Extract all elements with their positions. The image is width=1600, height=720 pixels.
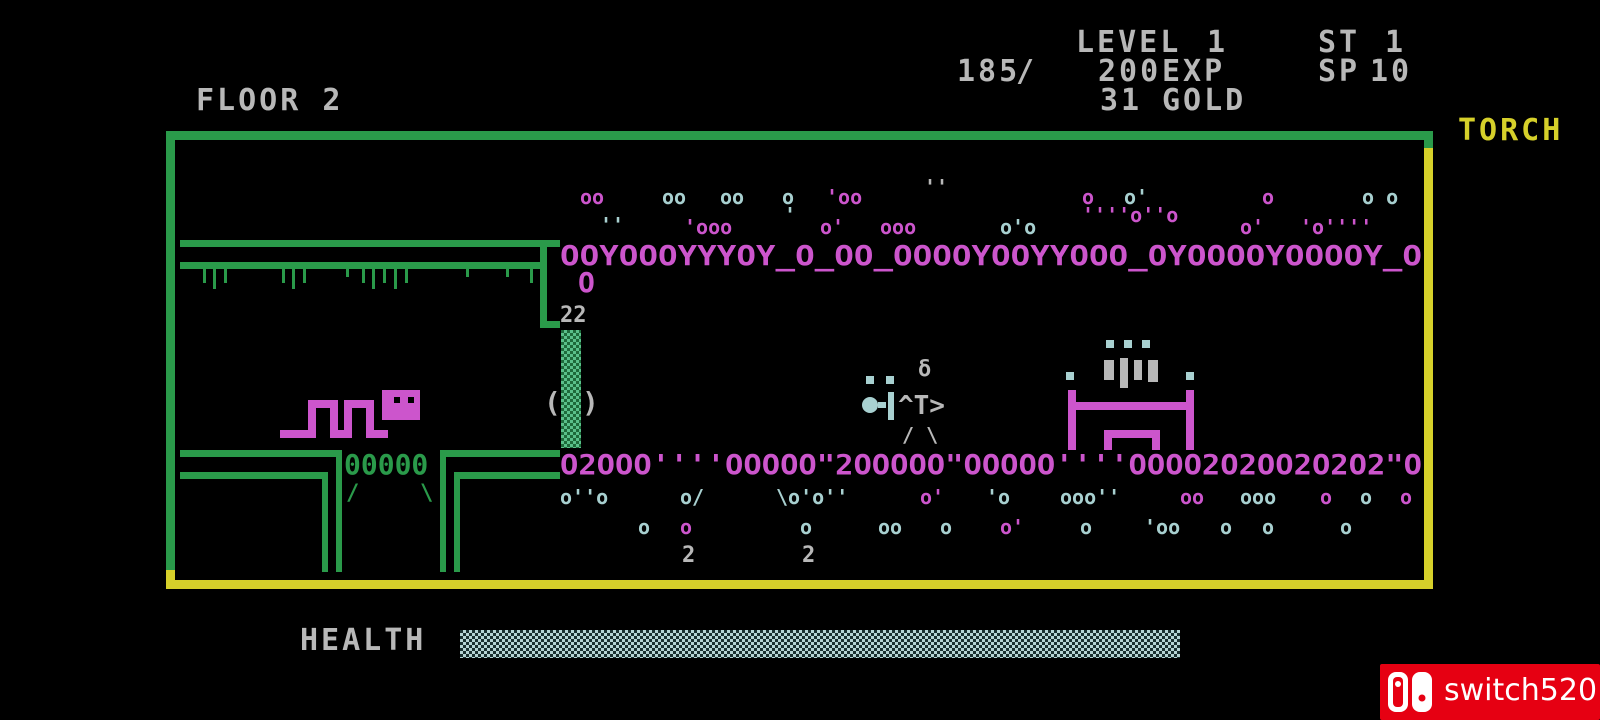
svg-text:o': o' xyxy=(820,215,844,239)
room-frame xyxy=(166,131,1433,589)
svg-text:(: ( xyxy=(544,386,561,419)
svg-text:o/: o/ xyxy=(680,485,704,509)
frame-right-wall-top xyxy=(1424,131,1433,148)
svg-text:δ: δ xyxy=(918,357,931,382)
strength-label: ST xyxy=(1318,25,1361,60)
svg-text:o: o xyxy=(680,515,692,539)
health-label: HEALTH xyxy=(300,623,427,658)
watermark-text: switch520 xyxy=(1444,673,1598,708)
svg-text:'ooo: 'ooo xyxy=(684,215,732,239)
svg-text:o: o xyxy=(1320,485,1332,509)
main-room-floor: O2OOO''''OOOOO"2OOOOO"OOOOO''''OOOO2O2OO… xyxy=(560,448,1422,568)
svg-text:o o: o o xyxy=(1362,185,1398,209)
svg-text:ooo: ooo xyxy=(880,215,916,239)
svg-text:o: o xyxy=(1262,185,1274,209)
svg-text:o'o: o'o xyxy=(1000,215,1036,239)
health-bar xyxy=(460,630,1180,658)
svg-text:ooo: ooo xyxy=(1240,485,1276,509)
left-floor-tiles: 00000 xyxy=(344,448,428,481)
frame-right-wall xyxy=(1424,148,1433,588)
snake-enemy xyxy=(280,390,420,438)
exp-max: 200 xyxy=(1098,54,1162,89)
svg-text:o: o xyxy=(800,515,812,539)
main-room-ceiling: OOYOOOYYYOY_O_OO_OOOOYOOYYOOO_OYOOOOYOOO… xyxy=(560,239,1422,299)
altar-structure xyxy=(1066,340,1194,450)
svg-text:oo: oo xyxy=(878,515,902,539)
floor-indicator: FLOOR 2 xyxy=(196,83,344,118)
svg-text:o: o xyxy=(1360,485,1372,509)
svg-text:o': o' xyxy=(1000,515,1024,539)
svg-text:o: o xyxy=(782,185,794,209)
svg-text:''''o''o: ''''o''o xyxy=(1082,203,1178,227)
exp-current: 185 xyxy=(957,54,1021,89)
svg-text:'': '' xyxy=(924,175,948,199)
svg-text:o''o: o''o xyxy=(560,485,608,509)
frame-top-wall xyxy=(166,131,1432,140)
torch-indicator: TORCH xyxy=(1458,113,1564,148)
svg-text:o: o xyxy=(940,515,952,539)
frame-bottom-wall xyxy=(166,580,1433,589)
svg-text:\o'o'': \o'o'' xyxy=(776,485,848,509)
spell-points-label: SP xyxy=(1318,54,1361,89)
gold-label: GOLD xyxy=(1162,83,1247,118)
svg-text:o': o' xyxy=(1124,185,1148,209)
player-character: δ ^T> / \ xyxy=(862,357,945,447)
nintendo-switch-logo-icon xyxy=(1388,672,1432,712)
doorway: ( ) 22 xyxy=(544,303,599,448)
svg-text:ooo'': ooo'' xyxy=(1060,485,1120,509)
svg-text:\: \ xyxy=(420,481,433,506)
level-value: 1 xyxy=(1207,25,1229,60)
svg-text:/ \: / \ xyxy=(902,423,938,447)
svg-text:): ) xyxy=(582,386,599,419)
svg-text:o': o' xyxy=(920,485,944,509)
svg-text:o': o' xyxy=(1240,215,1264,239)
svg-text:'o'''': 'o'''' xyxy=(1300,215,1372,239)
svg-text:o: o xyxy=(1262,515,1274,539)
svg-text:O2OOO''''OOOOO"2OOOOO"OOOOO''': O2OOO''''OOOOO"2OOOOO"OOOOO''''OOOO2O2OO… xyxy=(560,448,1422,481)
svg-text:oo: oo xyxy=(662,185,686,209)
exp-label: EXP xyxy=(1162,54,1226,89)
svg-text:o: o xyxy=(1080,515,1092,539)
spell-points-value: 10 xyxy=(1370,54,1413,89)
svg-text:o: o xyxy=(1340,515,1352,539)
svg-text:2: 2 xyxy=(682,543,695,568)
svg-text:o: o xyxy=(1400,485,1412,509)
gold-value: 31 xyxy=(1100,83,1143,118)
left-corridor: 00000 / \ xyxy=(180,240,560,572)
strength-value: 1 xyxy=(1385,25,1407,60)
svg-text:o: o xyxy=(1082,185,1094,209)
svg-text:2: 2 xyxy=(802,543,815,568)
svg-text:'o: 'o xyxy=(986,485,1010,509)
frame-bottom-left-corner xyxy=(166,570,175,589)
svg-text:oo: oo xyxy=(580,185,604,209)
svg-text:oo: oo xyxy=(720,185,744,209)
svg-text:22: 22 xyxy=(560,303,587,328)
level-label: LEVEL xyxy=(1076,25,1182,60)
drips xyxy=(203,269,533,289)
svg-text:/: / xyxy=(346,481,359,506)
svg-text:'': '' xyxy=(600,213,624,237)
svg-text:'oo: 'oo xyxy=(826,185,862,209)
svg-text:O: O xyxy=(578,266,595,299)
svg-text:o: o xyxy=(638,515,650,539)
svg-text:o: o xyxy=(1220,515,1232,539)
svg-text:oo: oo xyxy=(1180,485,1204,509)
frame-left-wall xyxy=(166,131,175,581)
exp-separator: / xyxy=(1016,54,1038,89)
svg-text:'oo: 'oo xyxy=(1144,515,1180,539)
svg-text:': ' xyxy=(784,203,796,227)
svg-text:^T>: ^T> xyxy=(898,391,945,421)
svg-text:OOYOOOYYYOY_O_OO_OOOOYOOYYOOO_: OOYOOOYYYOY_O_OO_OOOOYOOYYOOO_OYOOOOYOOO… xyxy=(560,239,1422,272)
watermark-badge: switch520 xyxy=(1380,664,1600,720)
ceiling-rubble: oo oo oo o 'oo '' o o' o o o '' 'ooo ' o… xyxy=(580,175,1398,239)
